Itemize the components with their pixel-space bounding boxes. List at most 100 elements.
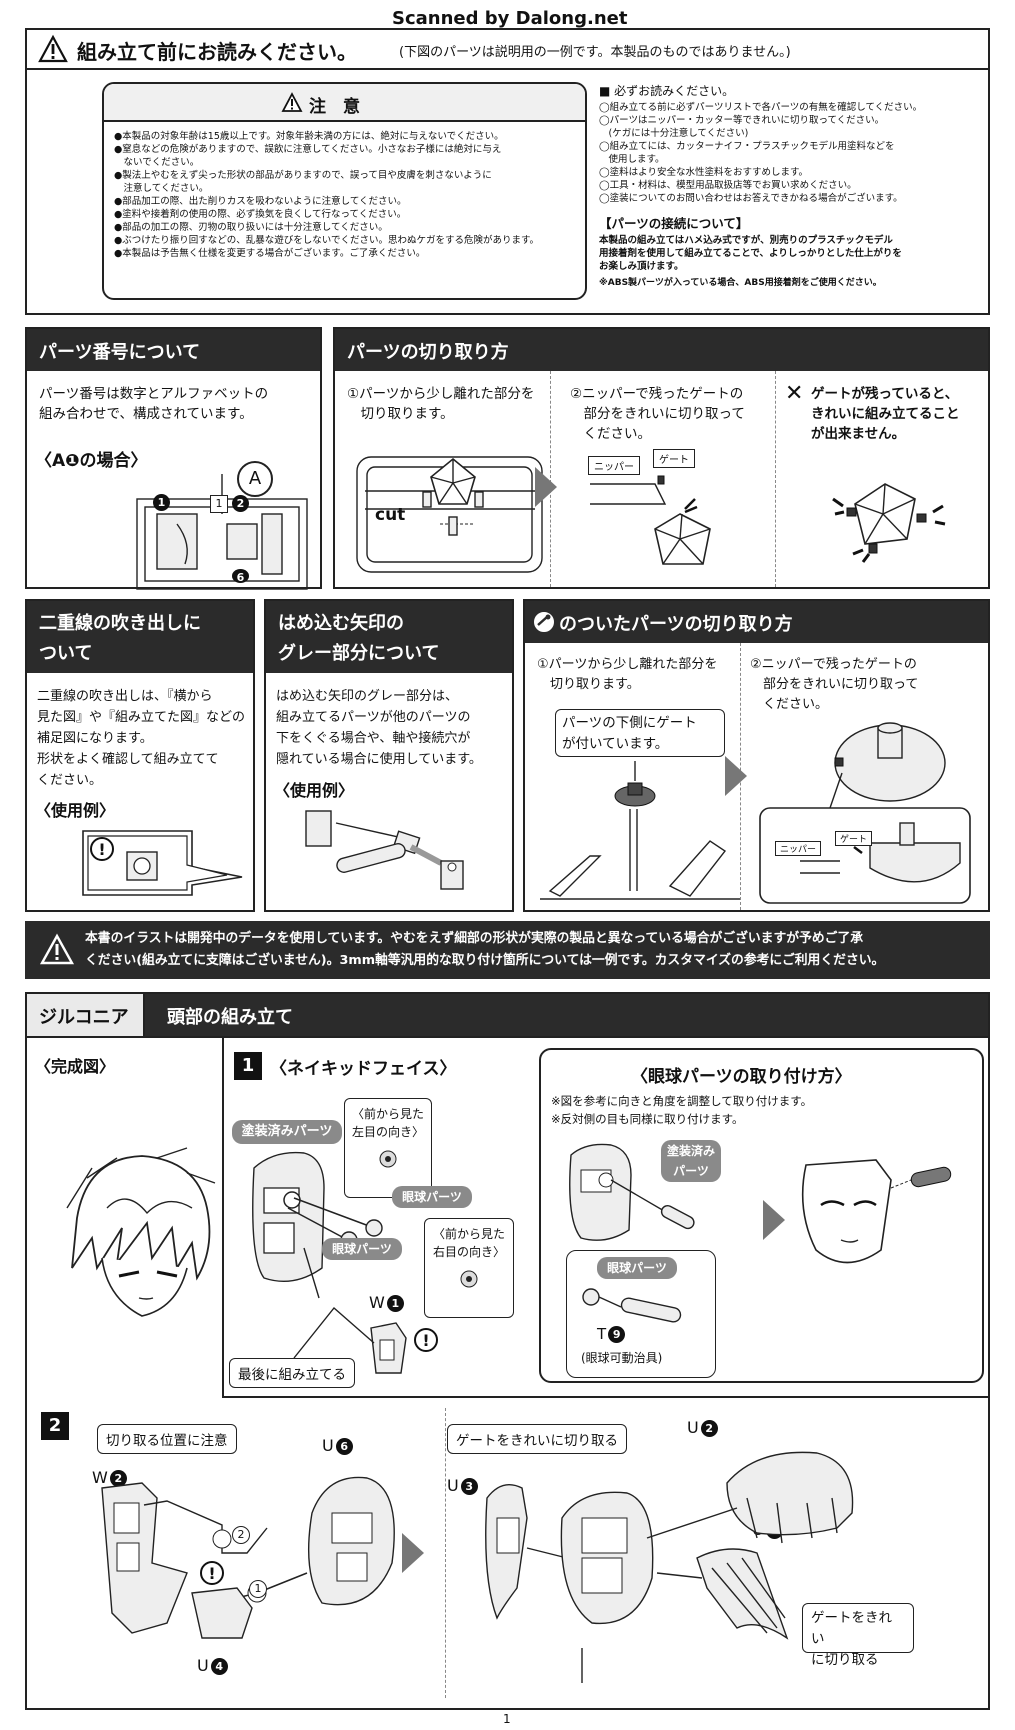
caution-item: ●本製品は予告無く仕様を変更する場合がございます。ご了承ください。 [114, 248, 426, 259]
gate-label: ゲート [653, 449, 695, 468]
x-mark: ✕ [785, 381, 804, 406]
read-notes: ■ 必ずお読みください。 ◯組み立てる前に必ずパーツリストで各パーツの有無を確認… [599, 84, 984, 288]
face-shell-illustration [252, 1151, 383, 1299]
runner-tag-a: A [237, 461, 273, 497]
gray-arrow-text: 下をくぐる場合や、軸や接続穴が [276, 731, 471, 746]
gate-below-callout: パーツの下側にゲート が付いています。 [555, 709, 725, 757]
step1-title: 〈ネイキッドフェイス〉 [270, 1059, 457, 1079]
cutting-step1: 切り取ります。 [347, 406, 454, 422]
marked-parts-title: のついたパーツの切り取り方 [559, 614, 793, 635]
warning-icon [39, 933, 75, 965]
left-eye-callout: 〈前から見た 左目の向き〉 [344, 1098, 432, 1198]
pointer-line [293, 1306, 375, 1359]
part-gate-illustration [759, 722, 971, 904]
connection-text: お楽しみ頂けます。 [599, 261, 684, 272]
cutting-step3: が出来ません。 [811, 426, 906, 442]
sprue-gate-illustration [540, 761, 740, 900]
caution-item: ●ぶつけたり振り回すなどの、乱暴な遊びをしないでください。思わぬケガをする危険が… [114, 235, 540, 246]
step2-left-illustration: ! [101, 1476, 395, 1639]
gate-clean-callout: ゲートをきれいに切り取る [447, 1424, 627, 1454]
circle-2-label: 2 [232, 1526, 250, 1544]
notice-text: 本書のイラストは開発中のデータを使用しています。やむをえず細部の形状が実際の製品… [85, 931, 864, 946]
notice-bar: 本書のイラストは開発中のデータを使用しています。やむをえず細部の形状が実際の製品… [25, 921, 990, 979]
double-line-text: 形状をよく確認して組み立てて [37, 752, 219, 767]
caution-list: ●本製品の対象年齢は15歳以上です。対象年齢未満の方には、絶対に与えないでくださ… [114, 130, 584, 260]
nipper-illustration [590, 475, 711, 565]
part-number-panel: パーツ番号について パーツ番号は数字とアルファベットの 組み合わせで、構成されて… [25, 327, 322, 590]
double-bubble-illustration: ! [82, 830, 243, 896]
assemble-last-callout: 最後に組み立てる [229, 1358, 355, 1388]
note-item: ◯組み立てには、カッターナイフ・プラスチックモデル用塗料などを [599, 141, 895, 152]
arrow-right-icon [725, 756, 747, 796]
top-info-area: 注 意 ●本製品の対象年齢は15歳以上です。対象年齢未満の方には、絶対に与えない… [25, 70, 990, 315]
caution-title: 注 意 [309, 97, 360, 117]
gray-arrow-text: はめ込む矢印のグレー部分は、 [276, 689, 459, 704]
cut-position-callout: 切り取る位置に注意 [97, 1424, 237, 1454]
warning-icon [281, 92, 303, 112]
caution-item: ●本製品の対象年齢は15歳以上です。対象年齢未満の方には、絶対に与えないでくださ… [114, 131, 504, 142]
read-notes-title: ■ 必ずお読みください。 [599, 84, 735, 98]
num-2-badge: 2 [232, 495, 249, 512]
cutting-step3: きれいに組み立てること [811, 406, 960, 422]
right-eye-callout: 〈前から見た 右目の向き〉 [424, 1218, 514, 1318]
gray-arrow-text: 組み立てるパーツが他のパーツの [276, 710, 471, 725]
cutting-panel: パーツの切り取り方 ①パーツから少し離れた部分を 切り取ります。 cut ②ニッ… [333, 327, 990, 589]
completed-label: 〈完成図〉 [35, 1057, 116, 1076]
marked-step1: ①パーツから少し離れた部分を [537, 657, 718, 672]
double-line-usage: 〈使用例〉 [35, 801, 116, 820]
svg-text:!: ! [208, 1564, 215, 1583]
double-line-text: 補足図になります。 [37, 731, 153, 746]
connection-text: 本製品の組み立てはハメ込み式ですが、別売りのプラスチックモデル [599, 235, 893, 246]
cutting-step2: 部分をきれいに切り取って [570, 406, 745, 422]
eyeball-label-b: 眼球パーツ [322, 1238, 402, 1260]
cut-label: cut [375, 505, 406, 525]
tool-illustration [582, 1288, 682, 1323]
part-number-title: パーツ番号について [39, 342, 201, 363]
cutting-step3: ゲートが残っていると、 [811, 386, 959, 402]
caution-item: 注意してください。 [114, 183, 209, 194]
note-item: 使用します。 [599, 154, 665, 165]
bad-gate-illustration [832, 483, 946, 563]
double-line-text: 見た図』や『組み立てた図』などの [37, 710, 246, 725]
page-subtitle: (下図のパーツは説明用の一例です。本製品のものではありません。) [399, 45, 791, 60]
warning-icon [38, 34, 68, 63]
gate-mark-icon [534, 612, 554, 632]
eyeball-label: 眼球パーツ [597, 1257, 677, 1279]
runner-illustration [136, 474, 308, 590]
svg-text:!: ! [422, 1331, 429, 1350]
note-item: ◯パーツはニッパー・カッター等できれいに切り取ってください。 [599, 115, 885, 126]
cutting-step2: ②ニッパーで残ったゲートの [570, 386, 744, 402]
step2-number: 2 [41, 1412, 69, 1440]
caution-item: ●部品加工の際、出た削りカスを吸わないように注意してください。 [114, 196, 407, 207]
caution-item: ●製法上やむをえず尖った形状の部品がありますので、誤って目や皮膚を刺さないように [114, 170, 492, 181]
caution-item: ●窒息などの危険がありますので、誤飲に注意してください。小さなお子様には絶対に与… [114, 144, 502, 155]
nipper-label: ニッパー [775, 841, 822, 856]
marked-step1: 切り取ります。 [537, 677, 640, 692]
note-item: ◯工具・材料は、模型用品取扱店等でお買い求めください。 [599, 180, 857, 191]
caution-item: ●塗料や接着剤の使用の際、必ず換気を良くして行なってください。 [114, 209, 407, 220]
cutting-title: パーツの切り取り方 [347, 342, 509, 363]
arrow-right-icon [535, 467, 557, 507]
caution-item: ●部品の加工の際、刃物の取り扱いには十分注意してください。 [114, 222, 388, 233]
notice-text: ください(組み立てに支障はございません)。3mm軸等汎用的な取り付け箇所について… [85, 953, 885, 968]
num-1-badge: 1 [153, 494, 170, 511]
arrow-right-icon [402, 1533, 424, 1573]
eyeball-label-a: 眼球パーツ [392, 1186, 472, 1208]
nipper-label: ニッパー [588, 456, 640, 475]
note-item: ◯塗料はより安全な水性塗料をおすすめします。 [599, 167, 808, 178]
part-number-text: パーツ番号は数字とアルファベットの [39, 386, 269, 402]
character-name: ジルコニア [39, 1007, 129, 1028]
arrow-right-icon [763, 1200, 785, 1240]
eyeball-method-illustration [569, 1143, 695, 1241]
assembly-area: 〈完成図〉 1 〈ネイキッドフェイス〉 塗装済みパーツ 〈前から見た 左目の向き… [25, 1038, 990, 1710]
shaft-illustration [305, 810, 464, 890]
completed-head-illustration [66, 1147, 216, 1317]
double-line-text: ください。 [37, 773, 103, 788]
